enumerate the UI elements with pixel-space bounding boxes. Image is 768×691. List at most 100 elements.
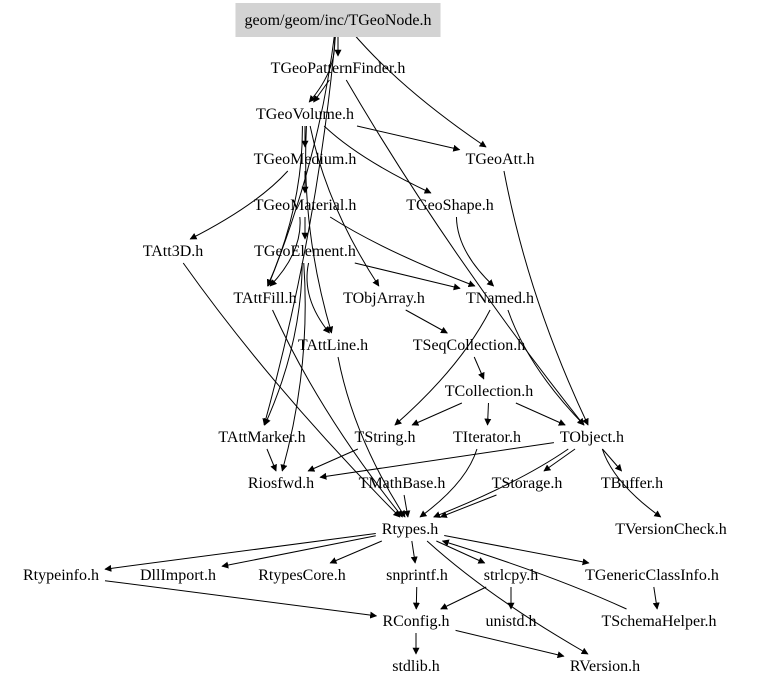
edge-collection-to-tobject: [515, 402, 566, 426]
edge-tstring-to-riosfwd: [307, 448, 359, 472]
edge-schemahelper-to-rtypes: [441, 539, 627, 610]
node-label: TAttFill.h: [233, 290, 296, 307]
node-label: TGeoVolume.h: [256, 106, 354, 123]
edge-volume-to-geoatt: [356, 125, 461, 152]
edge-rtypes-to-rversion: [426, 540, 589, 655]
edge-attfill-to-rtypes: [272, 309, 403, 518]
edge-named-to-tobject: [507, 309, 585, 426]
node-strlcpy: strlcpy.h: [484, 567, 539, 584]
edge-seqcoll-to-collection: [473, 356, 485, 380]
edge-rtypes-to-dllimport: [221, 535, 376, 569]
node-label: Riosfwd.h: [248, 475, 314, 492]
edge-rtypes-to-rtypeinfo: [104, 533, 376, 572]
node-label: TObject.h: [560, 429, 624, 446]
node-label: DllImport.h: [140, 567, 216, 584]
node-riosfwd: Riosfwd.h: [248, 475, 314, 492]
edge-rtypeinfo-to-rconfig: [104, 580, 378, 619]
edge-tobject-to-versioncheck: [601, 448, 662, 518]
edge-root-to-attmarker: [262, 31, 337, 426]
node-label: strlcpy.h: [484, 567, 539, 584]
node-label: RVersion.h: [570, 658, 640, 675]
node-label: snprintf.h: [386, 567, 448, 584]
node-volume: TGeoVolume.h: [256, 106, 354, 123]
edge-patternfinder-to-tobject: [345, 79, 585, 426]
node-label: TSchemaHelper.h: [601, 613, 716, 630]
node-label: TGeoMedium.h: [254, 151, 357, 168]
node-attfill: TAttFill.h: [233, 290, 296, 307]
node-shape: TGeoShape.h: [406, 197, 494, 214]
node-label: TAtt3D.h: [143, 243, 204, 260]
node-unistd: unistd.h: [485, 613, 536, 630]
edge-mathbase-to-rtypes: [403, 494, 411, 518]
node-material: TGeoMaterial.h: [254, 197, 357, 214]
edge-attmarker-to-riosfwd: [266, 448, 277, 472]
edge-rtypes-to-strlcpy: [436, 540, 486, 564]
edge-rtypes-to-snprintf: [410, 540, 418, 564]
node-attline: TAttLine.h: [298, 337, 368, 354]
edge-element-to-attmarker: [264, 262, 303, 426]
node-label: TMathBase.h: [359, 475, 446, 492]
node-label: Rtypeinfo.h: [23, 567, 99, 584]
node-label: TNamed.h: [466, 290, 534, 307]
node-genericclass: TGenericClassInfo.h: [585, 567, 719, 584]
edge-volume-to-attfill: [266, 125, 303, 287]
node-seqcoll: TSeqCollection.h: [413, 337, 525, 354]
node-geoatt: TGeoAtt.h: [466, 151, 535, 168]
edge-genericclass-to-schemahelper: [652, 586, 660, 610]
edge-tobject-to-riosfwd: [319, 442, 555, 480]
node-patternfinder: TGeoPatternFinder.h: [271, 60, 406, 77]
node-root: geom/geom/inc/TGeoNode.h: [235, 3, 441, 37]
node-dllimport: DllImport.h: [140, 567, 216, 584]
node-label: geom/geom/inc/TGeoNode.h: [244, 12, 431, 29]
edge-material-to-attfill: [269, 216, 301, 287]
edge-geoatt-to-tobject: [503, 170, 589, 426]
node-rtypeinfo: Rtypeinfo.h: [23, 567, 99, 584]
node-label: stdlib.h: [392, 658, 440, 675]
edge-material-to-named: [329, 216, 476, 288]
edge-tobject-to-storage: [543, 448, 576, 472]
node-snprintf: snprintf.h: [386, 567, 448, 584]
edge-tobject-to-rtypes: [433, 448, 569, 518]
edge-iterator-to-rtypes: [419, 448, 478, 518]
node-attmarker: TAttMarker.h: [218, 429, 305, 446]
edge-volume-to-shape: [323, 125, 432, 194]
node-iterator: TIterator.h: [453, 429, 521, 446]
node-named: TNamed.h: [466, 290, 534, 307]
node-rtypescore: RtypesCore.h: [258, 567, 346, 584]
node-rtypes: Rtypes.h: [382, 521, 438, 538]
node-label: TGenericClassInfo.h: [585, 567, 719, 584]
edge-volume-to-attline: [305, 125, 334, 334]
node-storage: TStorage.h: [492, 475, 563, 492]
node-label: TBuffer.h: [601, 475, 663, 492]
node-rconfig: RConfig.h: [382, 613, 449, 630]
dependency-edges: [104, 31, 662, 659]
node-stdlib: stdlib.h: [392, 658, 440, 675]
edge-shape-to-named: [455, 216, 495, 287]
edge-element-to-attline: [306, 262, 330, 334]
node-schemahelper: TSchemaHelper.h: [601, 613, 716, 630]
node-att3d: TAtt3D.h: [143, 243, 204, 260]
node-label: TGeoAtt.h: [466, 151, 535, 168]
node-label: TVersionCheck.h: [615, 521, 727, 538]
node-label: TAttLine.h: [298, 337, 368, 354]
edge-element-to-named: [354, 262, 461, 291]
edge-patternfinder-to-volume: [313, 79, 330, 103]
edge-objarray-to-seqcoll: [405, 309, 448, 334]
node-label: TObjArray.h: [343, 290, 425, 307]
edge-rconfig-to-rversion: [455, 629, 565, 659]
node-label: TAttMarker.h: [218, 429, 305, 446]
root-file-box: [235, 3, 441, 37]
node-rversion: RVersion.h: [570, 658, 640, 675]
edge-collection-to-tstring: [411, 402, 463, 426]
node-label: TGeoElement.h: [254, 243, 356, 260]
node-versioncheck: TVersionCheck.h: [615, 521, 727, 538]
edge-element-to-riosfwd: [280, 262, 306, 472]
node-mathbase: TMathBase.h: [359, 475, 446, 492]
edge-medium-to-att3d: [189, 170, 289, 240]
edge-storage-to-rtypes: [439, 494, 497, 518]
node-label: TStorage.h: [492, 475, 563, 492]
node-label: unistd.h: [485, 613, 536, 630]
edge-root-to-geoatt: [351, 31, 487, 148]
node-label: TSeqCollection.h: [413, 337, 525, 354]
